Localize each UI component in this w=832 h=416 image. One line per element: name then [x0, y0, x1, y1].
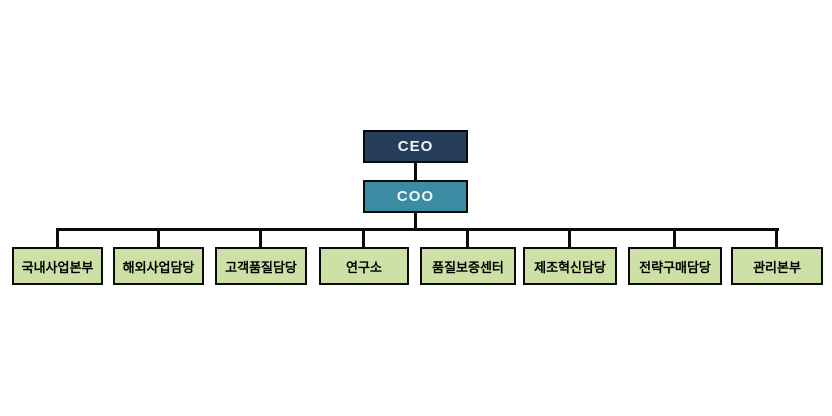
org-node-department-management-division: 관리본부 — [731, 247, 823, 285]
org-node-label: 해외사업담당 — [122, 259, 195, 275]
connector-drop-5 — [466, 228, 469, 247]
org-node-department-research-institute: 연구소 — [319, 247, 409, 285]
org-node-label: 전략구매담당 — [639, 259, 711, 275]
connector-drop-6 — [568, 228, 571, 247]
connector-drop-7 — [673, 228, 676, 247]
org-node-department-strategic-purchasing: 전략구매담당 — [628, 247, 722, 285]
connector-drop-2 — [157, 228, 160, 247]
org-node-coo-label: COO — [396, 188, 435, 205]
org-node-label: 고객품질담당 — [225, 259, 297, 275]
connector-ceo-coo — [414, 163, 417, 180]
connector-drop-3 — [259, 228, 262, 247]
connector-bus — [56, 228, 779, 231]
org-node-label: 국내사업본부 — [21, 259, 94, 275]
org-node-department-quality-assurance-center: 품질보증센터 — [420, 247, 516, 285]
org-node-coo: COO — [363, 180, 468, 213]
org-node-department-domestic-business: 국내사업본부 — [12, 247, 103, 285]
org-node-ceo: CEO — [363, 130, 468, 163]
org-node-department-manufacturing-innovation: 제조혁신담당 — [523, 247, 617, 285]
connector-drop-1 — [56, 228, 59, 247]
org-node-label: 품질보증센터 — [432, 259, 504, 275]
org-node-department-customer-quality: 고객품질담당 — [215, 247, 307, 285]
connector-drop-4 — [362, 228, 365, 247]
org-node-label: 관리본부 — [753, 259, 801, 275]
connector-drop-8 — [775, 228, 778, 247]
org-node-ceo-label: CEO — [397, 138, 434, 155]
org-node-department-overseas-business: 해외사업담당 — [113, 247, 204, 285]
org-node-label: 연구소 — [346, 259, 382, 275]
org-node-label: 제조혁신담당 — [534, 259, 606, 275]
connector-coo-bus — [414, 213, 417, 229]
